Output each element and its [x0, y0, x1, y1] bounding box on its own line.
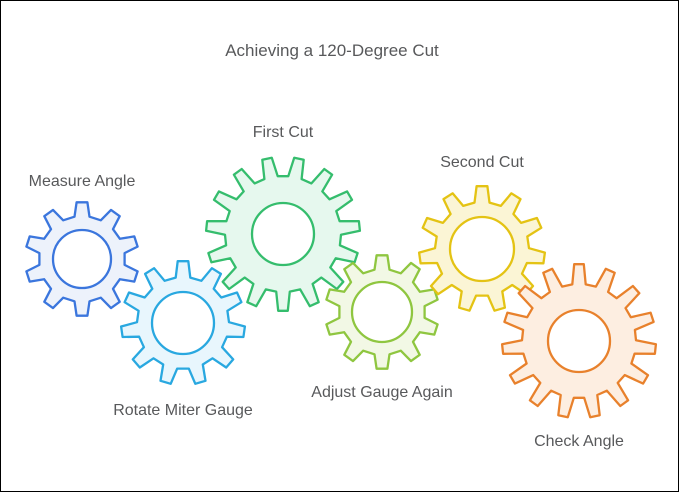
- gear-3-hole: [350, 280, 414, 344]
- step-label-measure-angle: Measure Angle: [28, 173, 136, 190]
- step-label-first-cut: First Cut: [252, 124, 314, 141]
- gear-5-hole: [546, 308, 612, 374]
- step-label-second-cut: Second Cut: [440, 154, 524, 171]
- gear-2-hole: [250, 201, 316, 267]
- gear-4-hole: [448, 215, 516, 283]
- step-label-rotate-miter-gauge: Rotate Miter Gauge: [113, 402, 253, 419]
- page-title: Achieving a 120-Degree Cut: [225, 41, 439, 60]
- step-label-check-angle: Check Angle: [534, 433, 624, 450]
- step-label-adjust-gauge-again: Adjust Gauge Again: [311, 384, 453, 401]
- gear-1-hole: [150, 290, 216, 356]
- gear-0-hole: [51, 228, 113, 290]
